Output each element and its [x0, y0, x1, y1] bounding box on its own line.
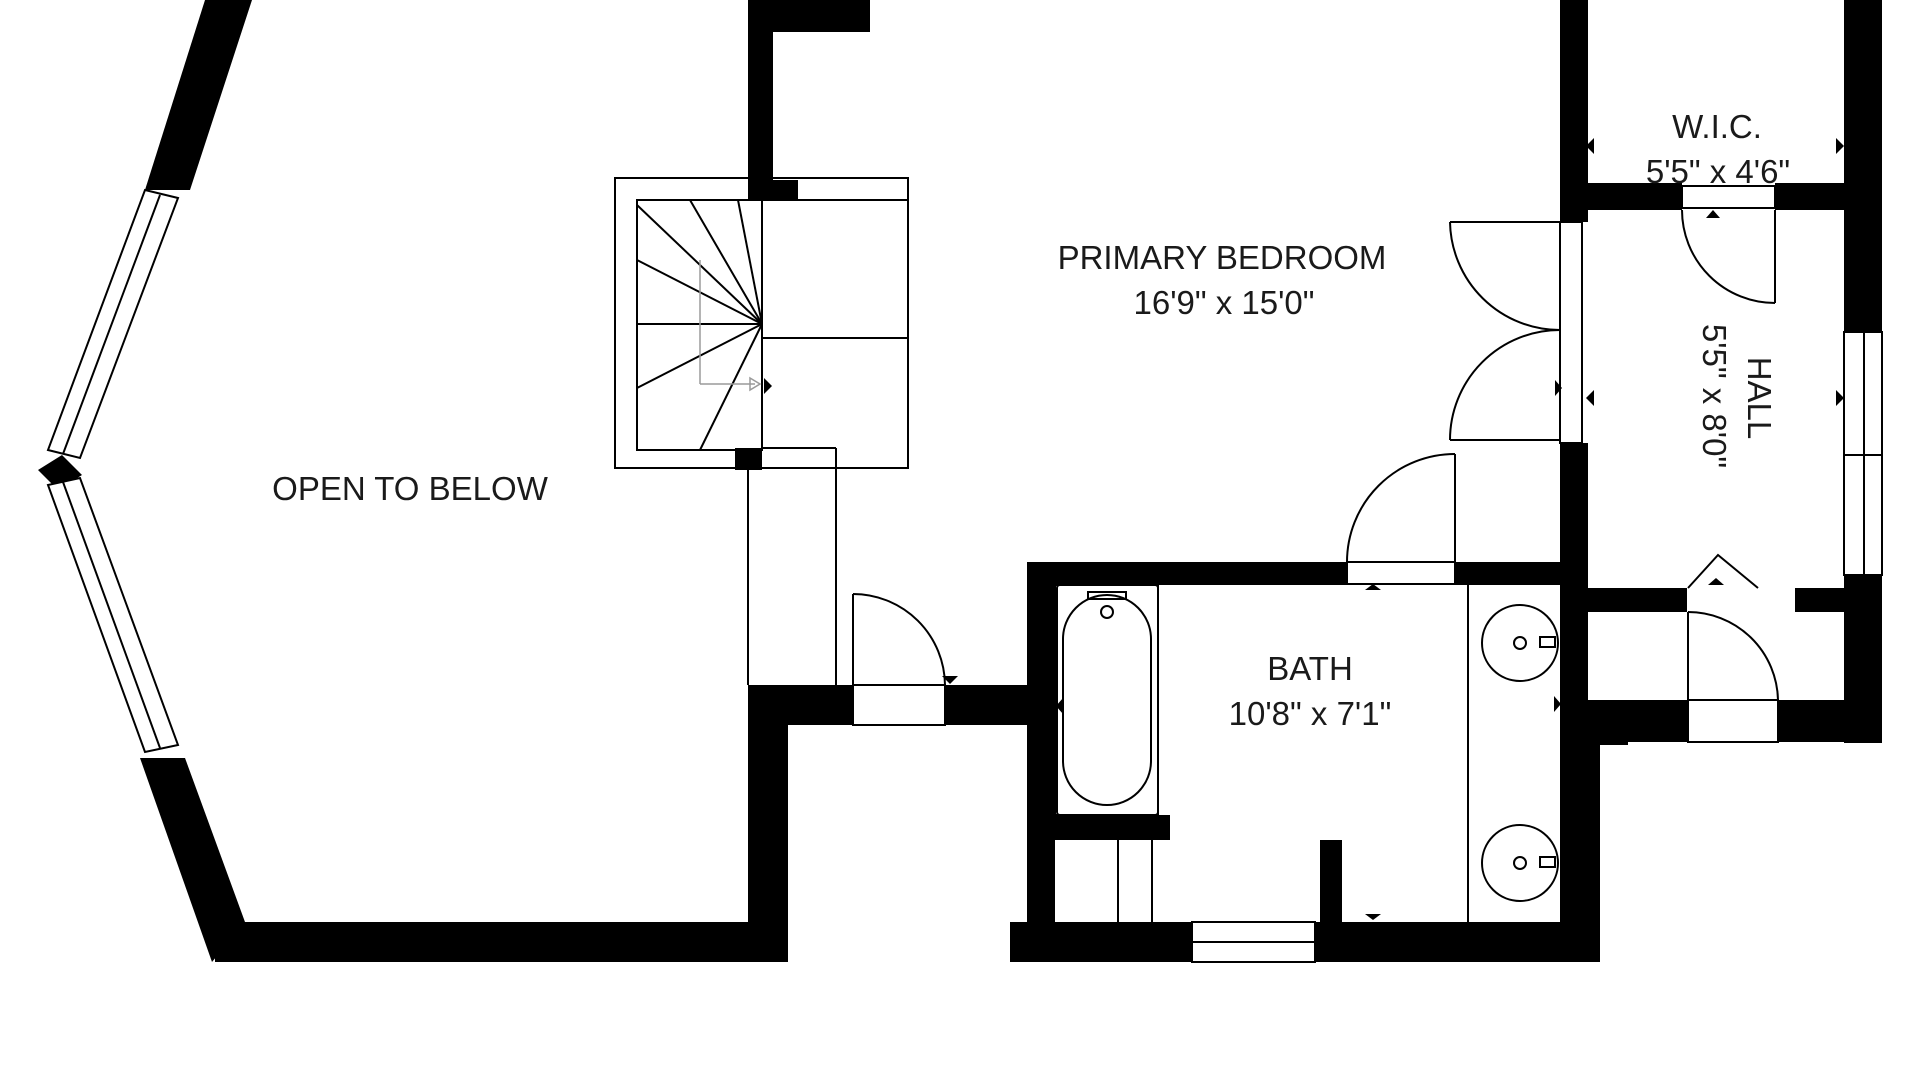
bedroom-double-door: [1449, 221, 1583, 444]
primary-bedroom-size: 16'9" x 15'0": [1134, 284, 1315, 321]
wic-door: [1681, 185, 1776, 304]
wic-walls: [1560, 0, 1882, 210]
wic-size: 5'5" x 4'6": [1646, 153, 1790, 190]
open-to-below-label: OPEN TO BELOW: [272, 470, 549, 507]
open-to-below-walls: [38, 0, 870, 962]
hall-label: HALL: [1741, 357, 1778, 440]
staircase: [614, 177, 909, 470]
hall-walls: [1582, 210, 1882, 743]
bath-door: [1346, 453, 1456, 590]
bathtub: [1054, 584, 1159, 816]
hall-closet-door: [1687, 553, 1779, 743]
vanity: [1365, 585, 1561, 922]
bath-shelf: [1055, 815, 1170, 922]
landing-door: [852, 593, 1027, 726]
window-upper-left: [46, 188, 180, 460]
hall-window: [1843, 331, 1883, 576]
window-lower-left: [46, 476, 180, 754]
primary-bedroom-label: PRIMARY BEDROOM: [1058, 239, 1387, 276]
bath-size: 10'8" x 7'1": [1229, 695, 1392, 732]
wic-label: W.I.C.: [1672, 108, 1762, 145]
bath-label: BATH: [1267, 650, 1353, 687]
landing-corridor: [747, 447, 837, 685]
bath-window: [1191, 921, 1316, 963]
hall-size: 5'5" x 8'0": [1696, 324, 1733, 468]
